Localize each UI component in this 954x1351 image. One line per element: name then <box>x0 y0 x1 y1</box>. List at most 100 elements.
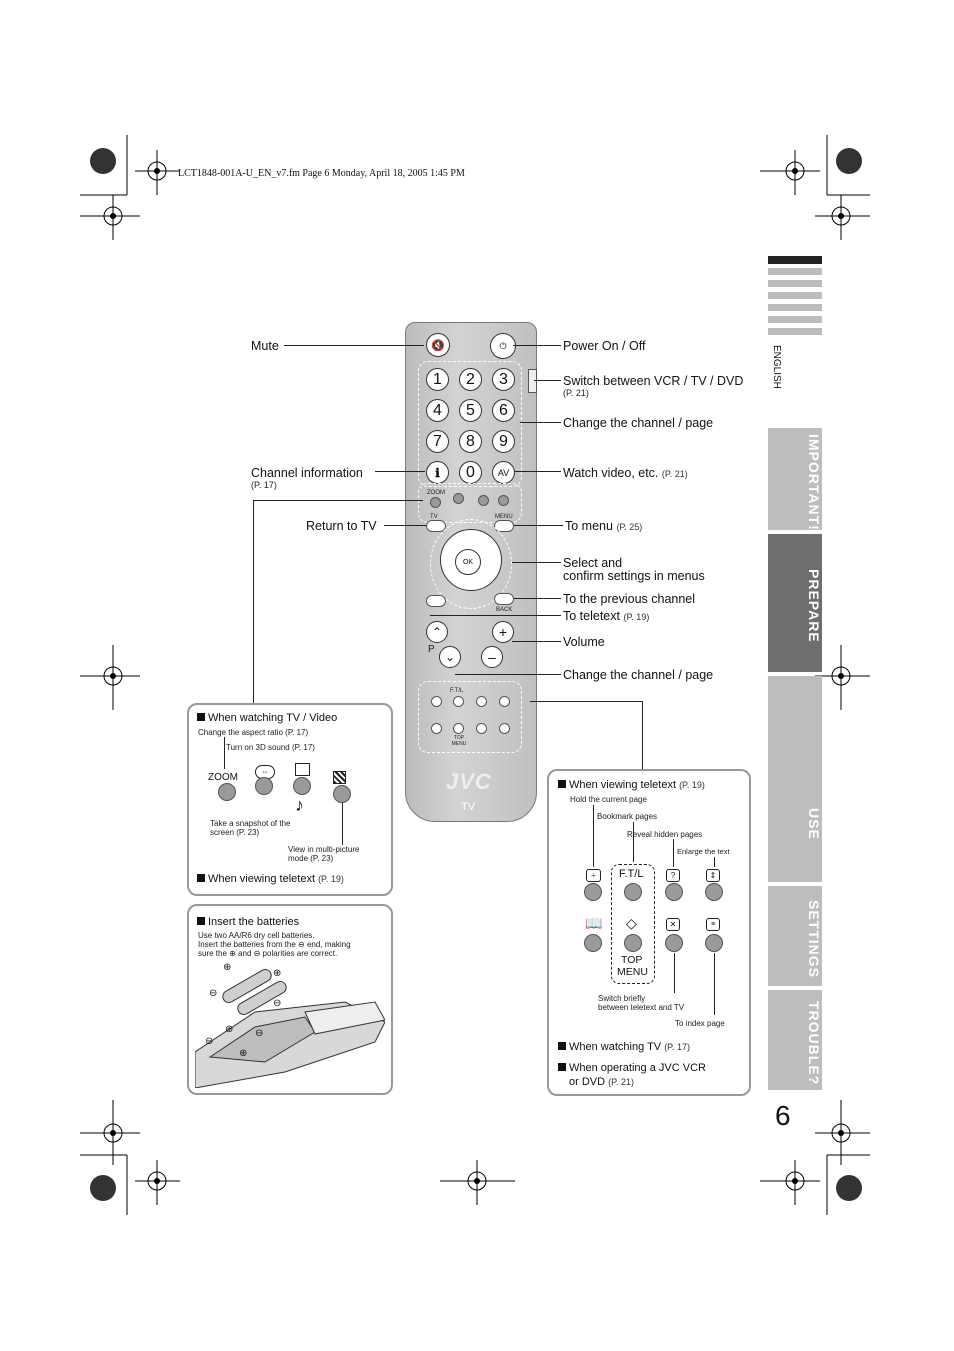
digit-5-button[interactable]: 5 <box>459 399 482 422</box>
label-channel-info: Channel information <box>251 466 363 480</box>
box-batt-title: Insert the batteries <box>197 915 299 929</box>
box-tt-top: TOP <box>621 954 643 966</box>
label-volume: Volume <box>563 635 605 649</box>
menu-label: MENU <box>495 514 513 520</box>
tab-trouble[interactable]: TROUBLE? <box>768 990 822 1090</box>
leader-channel <box>520 422 561 423</box>
tt-hold-button[interactable] <box>431 696 442 707</box>
tt-pause-button <box>705 934 723 952</box>
tt-green-button[interactable] <box>476 696 487 707</box>
volume-down-button[interactable]: – <box>481 646 503 668</box>
leader-enlarge <box>714 857 715 867</box>
label-prev-channel: To the previous channel <box>563 592 696 606</box>
leader-bookmark <box>633 822 634 862</box>
teletext-button[interactable] <box>426 595 446 607</box>
box-tv-title: When watching TV / Video <box>197 711 337 725</box>
aspect-button[interactable] <box>453 493 464 504</box>
tt-ff-button <box>705 883 723 901</box>
leader-box-tv-v <box>253 500 254 703</box>
box-tt-enlarge: Enlarge the text <box>677 847 730 856</box>
channel-up-button[interactable]: ⌃ <box>426 621 448 643</box>
leader-multi <box>342 803 343 845</box>
book-icon: 📖 <box>585 915 603 931</box>
digit-0-button[interactable]: 0 <box>459 461 482 484</box>
svg-text:⊖: ⊖ <box>255 1028 263 1039</box>
leader-power <box>513 345 561 346</box>
box-tt-hold: Hold the current page <box>570 795 647 804</box>
tt-yellow-button[interactable] <box>499 696 510 707</box>
snapshot-icon <box>295 763 310 776</box>
label-mute: Mute <box>251 339 279 353</box>
box-snapshot-button <box>293 777 311 795</box>
box-tv-aspect: Change the aspect ratio (P. 17) <box>198 728 309 737</box>
info-button[interactable]: ℹ <box>426 461 449 484</box>
battery-illustration: ⊕⊕ ⊖⊖ ⊕⊖ ⊖⊕ <box>195 962 385 1088</box>
box-tt-index: To index page <box>675 1019 725 1028</box>
box-tt-watching: When watching TV (P. 17) <box>558 1040 690 1054</box>
leader-switch <box>534 380 561 381</box>
tab-use[interactable]: USE <box>768 676 822 882</box>
tt-up-button <box>584 883 602 901</box>
menu-button[interactable] <box>494 520 514 532</box>
multi-picture-button[interactable] <box>498 495 509 506</box>
hold-icon: ÷ <box>586 869 601 882</box>
zoom-button[interactable] <box>430 497 441 508</box>
leader-hold <box>593 805 594 867</box>
tt-stop-button[interactable] <box>476 723 487 734</box>
box-tt-switch-2: between teletext and TV <box>598 1003 685 1012</box>
zoom-label: ZOOM <box>427 490 445 496</box>
svg-text:⊖: ⊖ <box>273 998 281 1009</box>
box-watching-tv: When watching TV / Video Change the aspe… <box>187 703 393 896</box>
language-label: ENGLISH <box>771 345 782 389</box>
stripe-bar <box>768 256 822 264</box>
tt-red-button[interactable] <box>453 696 464 707</box>
page-number: 6 <box>775 1100 791 1131</box>
leader-box-tt-v <box>642 701 643 769</box>
watch-video-text: Watch video, etc. <box>563 466 659 480</box>
digit-7-button[interactable]: 7 <box>426 430 449 453</box>
tab-prepare[interactable]: PREPARE <box>768 534 822 672</box>
leader-teletext <box>430 615 561 616</box>
tt-record-button[interactable] <box>453 723 464 734</box>
volume-up-button[interactable]: + <box>492 621 514 643</box>
digit-6-button[interactable]: 6 <box>492 399 515 422</box>
digit-9-button[interactable]: 9 <box>492 430 515 453</box>
tt-bookmark-button[interactable] <box>431 723 442 734</box>
box-tt-bookmark: Bookmark pages <box>597 812 658 821</box>
digit-4-button[interactable]: 4 <box>426 399 449 422</box>
digit-2-button[interactable]: 2 <box>459 368 482 391</box>
digit-3-button[interactable]: 3 <box>492 368 515 391</box>
box-tv-teletext-ref: (P. 19) <box>318 874 344 884</box>
tt-play-button <box>665 883 683 901</box>
svg-text:⊕: ⊕ <box>273 968 281 979</box>
tab-settings[interactable]: SETTINGS <box>768 886 822 986</box>
digit-8-button[interactable]: 8 <box>459 430 482 453</box>
leader-box-tt <box>530 701 643 702</box>
svg-text:⊕: ⊕ <box>239 1048 247 1059</box>
box-tt-operating-2-text: or DVD <box>569 1076 606 1088</box>
box-aspect-button <box>255 777 273 795</box>
label-to-menu: To menu (P. 25) <box>565 519 642 534</box>
tt-record-button <box>624 934 642 952</box>
av-button[interactable]: AV <box>492 461 515 484</box>
box-tt-title-text: When viewing teletext <box>569 779 676 791</box>
leader-aspect <box>224 737 225 769</box>
ok-button[interactable]: OK <box>455 549 481 575</box>
box-tv-multi-2: mode (P. 23) <box>288 854 334 863</box>
mode-switch[interactable] <box>528 369 537 393</box>
to-menu-text: To menu <box>565 519 613 533</box>
back-button[interactable] <box>494 593 514 605</box>
channel-down-button[interactable]: ⌄ <box>439 646 461 668</box>
label-select-2: confirm settings in menus <box>563 569 705 583</box>
box-multi-button <box>333 785 351 803</box>
mute-button[interactable]: 🔇 <box>426 333 450 357</box>
tt-down-button <box>584 934 602 952</box>
leader-volume <box>512 641 561 642</box>
leader-channel2 <box>455 674 561 675</box>
tab-important[interactable]: IMPORTANT! <box>768 428 822 530</box>
power-button[interactable]: ⏻ <box>490 333 516 359</box>
tv-button[interactable] <box>426 520 446 532</box>
snapshot-button[interactable] <box>478 495 489 506</box>
digit-1-button[interactable]: 1 <box>426 368 449 391</box>
tt-pause-button[interactable] <box>499 723 510 734</box>
